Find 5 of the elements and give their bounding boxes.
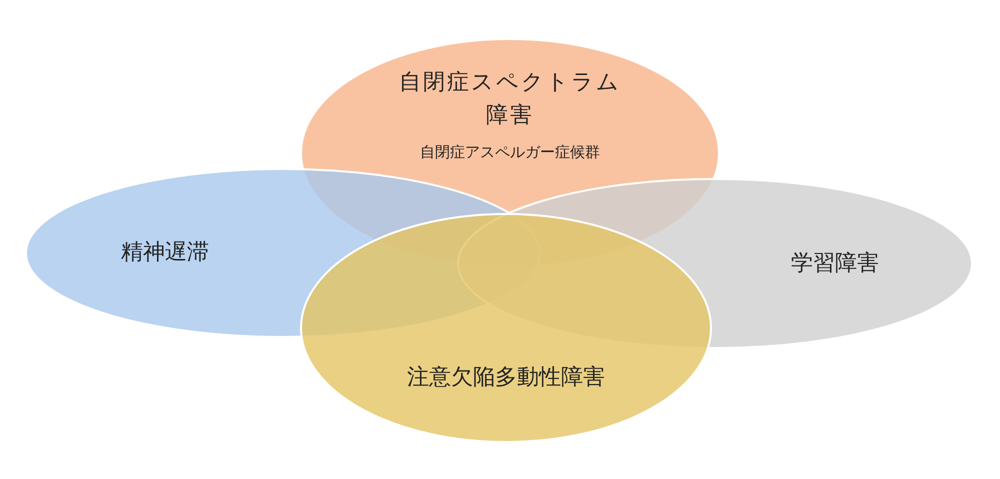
ellipse-label: 精神遅滞 (120, 239, 210, 267)
ellipse-subtitle: 自閉症アスペルガー症候群 (419, 142, 601, 163)
ellipse-label: 注意欠陥多動性障害 (406, 364, 606, 392)
ellipse-title: 自閉症スペクトラム障害 (398, 69, 622, 130)
ellipse-label: 学習障害 (790, 250, 880, 278)
